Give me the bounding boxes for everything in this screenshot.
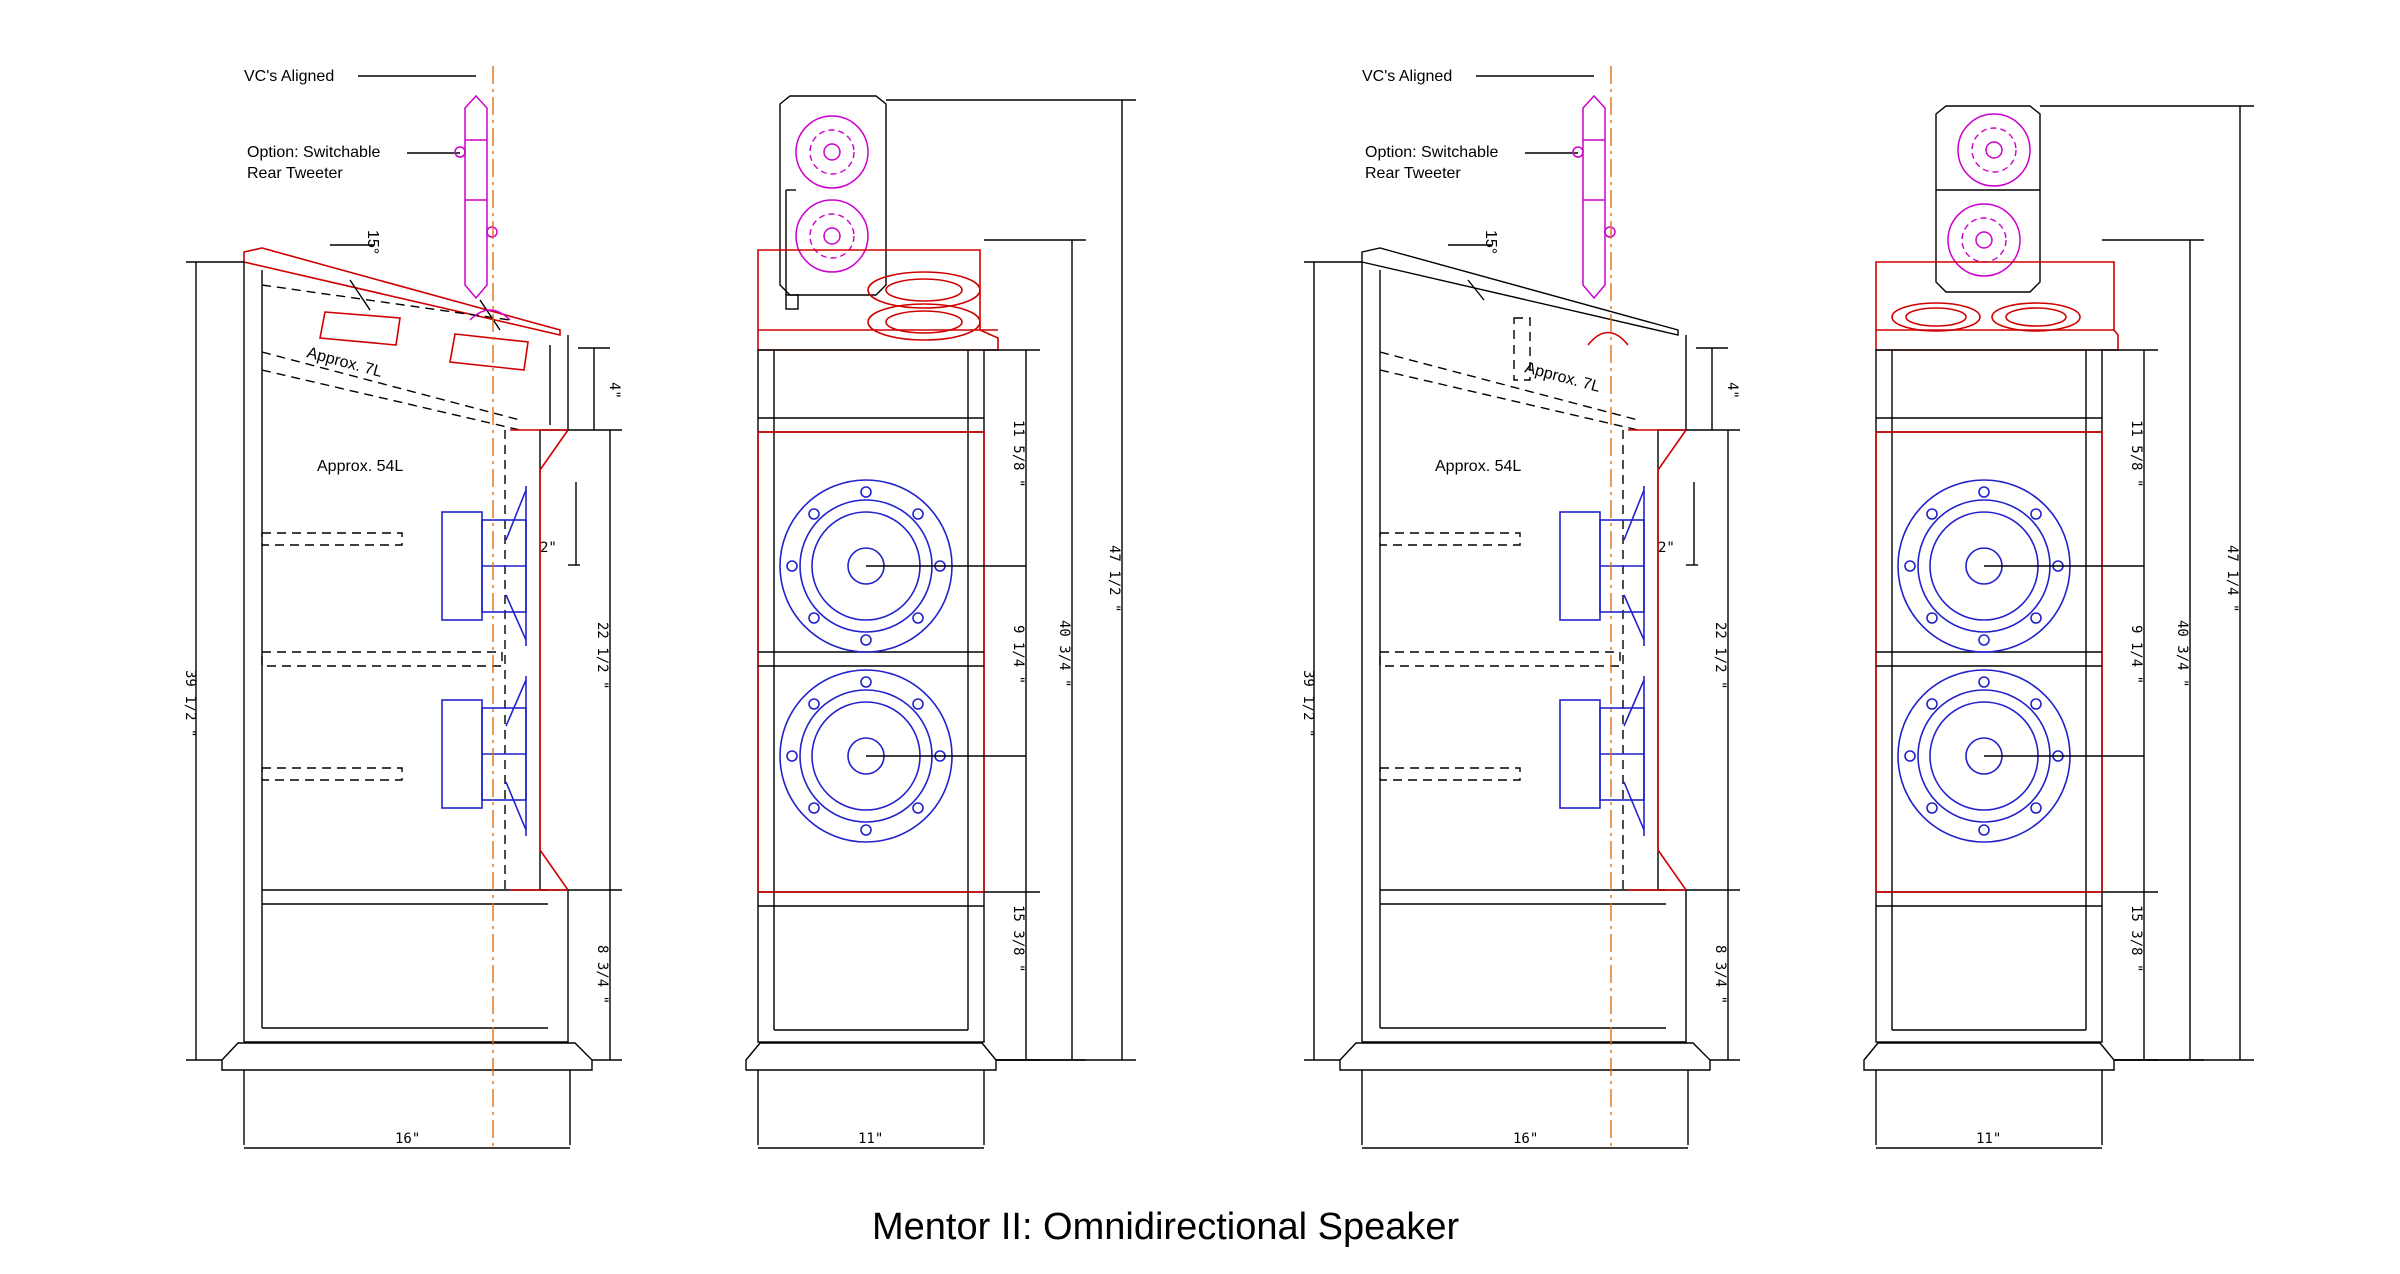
side-dimensions: 39 1/2 " 4" 22 1/2 " 8 3/4 " 2" 16" [182, 261, 622, 1149]
woofer-side-lower [1559, 676, 1645, 836]
side-width-dim: 16" [395, 1131, 420, 1147]
woofer-side-upper [441, 486, 527, 646]
upper-volume-label: Approx. 7L [1523, 359, 1602, 395]
side-top-dim: 4" [606, 382, 622, 399]
front-center-dim: 9 1/4 " [2128, 625, 2144, 684]
side-view-2: VC's Aligned Option: Switchable Rear Twe… [1300, 66, 1740, 1150]
woofer-side-upper [1559, 486, 1645, 646]
front-width-dim: 11" [858, 1131, 883, 1147]
front-overall-dim: 47 1/2 " [1106, 545, 1122, 612]
top-tweeter-box [779, 95, 887, 310]
front-dimensions: 11 5/8 " 9 1/4 " 15 3/8 " 40 3/4 " 47 1/… [758, 99, 1136, 1149]
woofer-side-lower [441, 676, 527, 836]
cabinet-side [243, 247, 570, 1043]
rear-tweeter [454, 94, 498, 300]
side-dimensions: 39 1/2 " 4" 22 1/2 " 8 3/4 " 2" 16" [1300, 261, 1740, 1149]
lower-volume-label: Approx. 54L [1435, 458, 1521, 475]
vc-aligned-label: VC's Aligned [1362, 68, 1452, 85]
front-width-dim: 11" [1976, 1131, 2001, 1147]
side-width-dim: 16" [1513, 1131, 1538, 1147]
front-view-1: 11 5/8 " 9 1/4 " 15 3/8 " 40 3/4 " 47 1/… [745, 95, 1136, 1149]
cabinet-side [1361, 247, 1688, 1043]
front-view-2: 11 5/8 " 9 1/4 " 15 3/8 " 40 3/4 " 47 1/… [1863, 105, 2254, 1149]
side-view-1: VC's Aligned Option: Switchable Rear Twe… [182, 66, 622, 1150]
side-top-dim: 4" [1724, 382, 1740, 399]
front-cabinet [757, 349, 985, 1043]
lower-volume-label: Approx. 54L [317, 458, 403, 475]
side-offset-dim: 2" [1658, 540, 1675, 556]
angle-label: 15° [1482, 230, 1499, 254]
upper-volume-label: Approx. 7L [305, 344, 384, 380]
base-front [1863, 1042, 2115, 1145]
side-mid-dim: 22 1/2 " [594, 622, 610, 689]
front-top-baffle [1875, 261, 2119, 351]
side-height-dim: 39 1/2 " [182, 670, 198, 737]
top-tweeter-box [1935, 105, 2041, 293]
front-cabinet [1875, 349, 2103, 1043]
front-overall-dim: 47 1/4 " [2224, 545, 2240, 612]
option-label-2: Rear Tweeter [247, 165, 343, 182]
option-label: Option: Switchable [247, 144, 381, 161]
drawing-caption: Mentor II: Omnidirectional Speaker [872, 1206, 1459, 1248]
front-dimensions: 11 5/8 " 9 1/4 " 15 3/8 " 40 3/4 " 47 1/… [1876, 105, 2254, 1149]
side-height-dim: 39 1/2 " [1300, 670, 1316, 737]
base-side [221, 1042, 593, 1145]
front-center-dim: 9 1/4 " [1010, 625, 1026, 684]
side-offset-dim: 2" [540, 540, 557, 556]
upper-tweeters [319, 279, 529, 371]
front-upper-dim: 11 5/8 " [1010, 420, 1026, 487]
option-label: Option: Switchable [1365, 144, 1499, 161]
front-upper-dim: 11 5/8 " [2128, 420, 2144, 487]
front-top-baffle [757, 249, 999, 351]
front-lower-dim: 15 3/8 " [1010, 905, 1026, 972]
base-front [745, 1042, 997, 1145]
side-bottom-dim: 8 3/4 " [1712, 945, 1728, 1004]
rear-tweeter [1572, 94, 1616, 300]
angle-label: 15° [364, 230, 381, 254]
side-mid-dim: 22 1/2 " [1712, 622, 1728, 689]
front-lower-dim: 15 3/8 " [2128, 905, 2144, 972]
front-cabinet-dim: 40 3/4 " [2174, 620, 2190, 687]
side-bottom-dim: 8 3/4 " [594, 945, 610, 1004]
base-side [1339, 1042, 1711, 1145]
option-label-2: Rear Tweeter [1365, 165, 1461, 182]
vc-aligned-label: VC's Aligned [244, 68, 334, 85]
front-cabinet-dim: 40 3/4 " [1056, 620, 1072, 687]
